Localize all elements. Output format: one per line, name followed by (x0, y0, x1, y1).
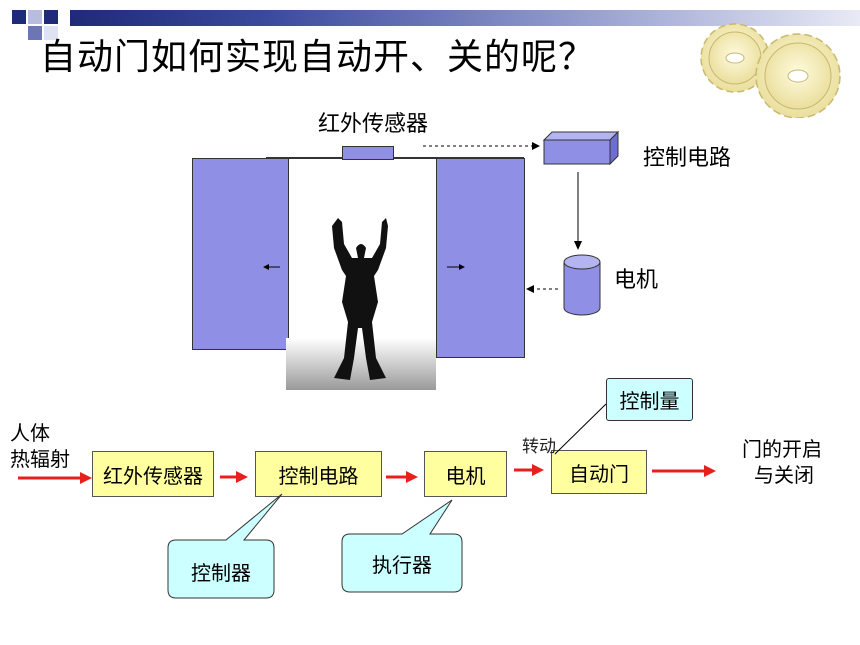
header-square (44, 10, 58, 24)
control-circuit-label: 控制电路 (643, 146, 732, 171)
left-door-panel (192, 158, 289, 350)
infrared-sensor (342, 146, 394, 160)
actuator-callout: 执行器 (372, 552, 432, 577)
header-square (28, 26, 42, 40)
flow-box-control-circuit: 控制电路 (255, 451, 382, 497)
sensor-to-circuit-arrowhead (532, 142, 540, 150)
header-gradient-bar (70, 10, 860, 26)
controlled-quantity-callout: 控制量 (606, 378, 693, 421)
sensor-label: 红外传感器 (318, 112, 429, 137)
circuit-to-motor-arrowhead (574, 241, 582, 250)
flow-box-automatic-door: 自动门 (551, 450, 647, 494)
door-open-left-arrow (263, 264, 280, 270)
input-label-line2: 热辐射 (10, 447, 70, 471)
header-square (44, 26, 58, 40)
header-square (28, 10, 42, 24)
door-frame-top (266, 157, 524, 159)
output-label-line2: 与关闭 (754, 463, 814, 487)
motor-to-door-arrowhead (526, 285, 534, 293)
flow-box-sensor: 红外传感器 (92, 451, 214, 497)
input-label-line1: 人体 (10, 421, 50, 445)
output-label-line1: 门的开启 (742, 437, 822, 461)
gear-small-icon (700, 23, 770, 93)
header-square (12, 10, 26, 24)
flow-box-motor: 电机 (424, 451, 507, 497)
rotation-label: 转动 (522, 437, 556, 457)
controller-callout: 控制器 (191, 560, 251, 585)
page-title: 自动门如何实现自动开、关的呢？ (40, 37, 596, 78)
control-circuit-box (542, 130, 620, 166)
door-open-right-arrow (447, 264, 465, 270)
person-silhouette (286, 218, 436, 390)
motor-label: 电机 (614, 268, 659, 293)
controller-callout-shape (167, 493, 283, 599)
motor-cylinder (563, 254, 601, 316)
gears-icon (700, 23, 841, 118)
actuator-callout-shape (341, 499, 463, 593)
right-door-panel (436, 158, 525, 358)
gear-large-icon (755, 33, 841, 118)
